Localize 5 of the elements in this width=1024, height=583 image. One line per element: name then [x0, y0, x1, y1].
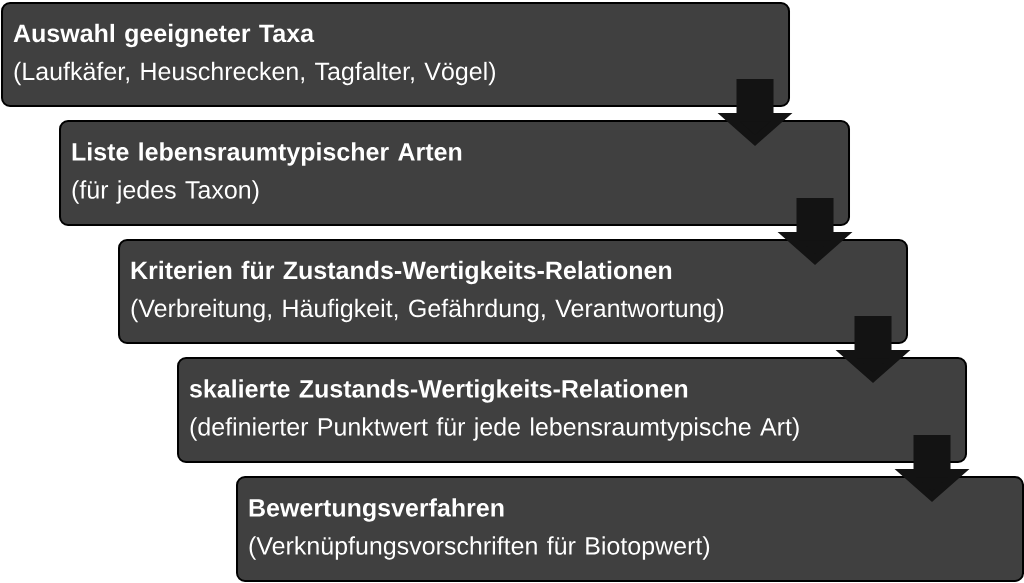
process-box: Auswahl geeigneter Taxa (Laufkäfer, Heuschrecken, Tagfalter, Vögel) — [1, 2, 790, 107]
process-box: Kriterien für Zustands-Wertigkeits-Relationen (Verbreitung, Häufigkeit, Gefährdung, Verantwortung) — [118, 239, 908, 344]
process-box: Bewertungsverfahren (Verknüpfungsvorschriften für Biotopwert) — [236, 476, 1024, 582]
process-box: Liste lebensraumtypischer Arten (für jedes Taxon) — [59, 120, 850, 226]
process-box: skalierte Zustands-Wertigkeits-Relationen (definierter Punktwert für jede lebensraumtypische Art) — [177, 357, 967, 463]
